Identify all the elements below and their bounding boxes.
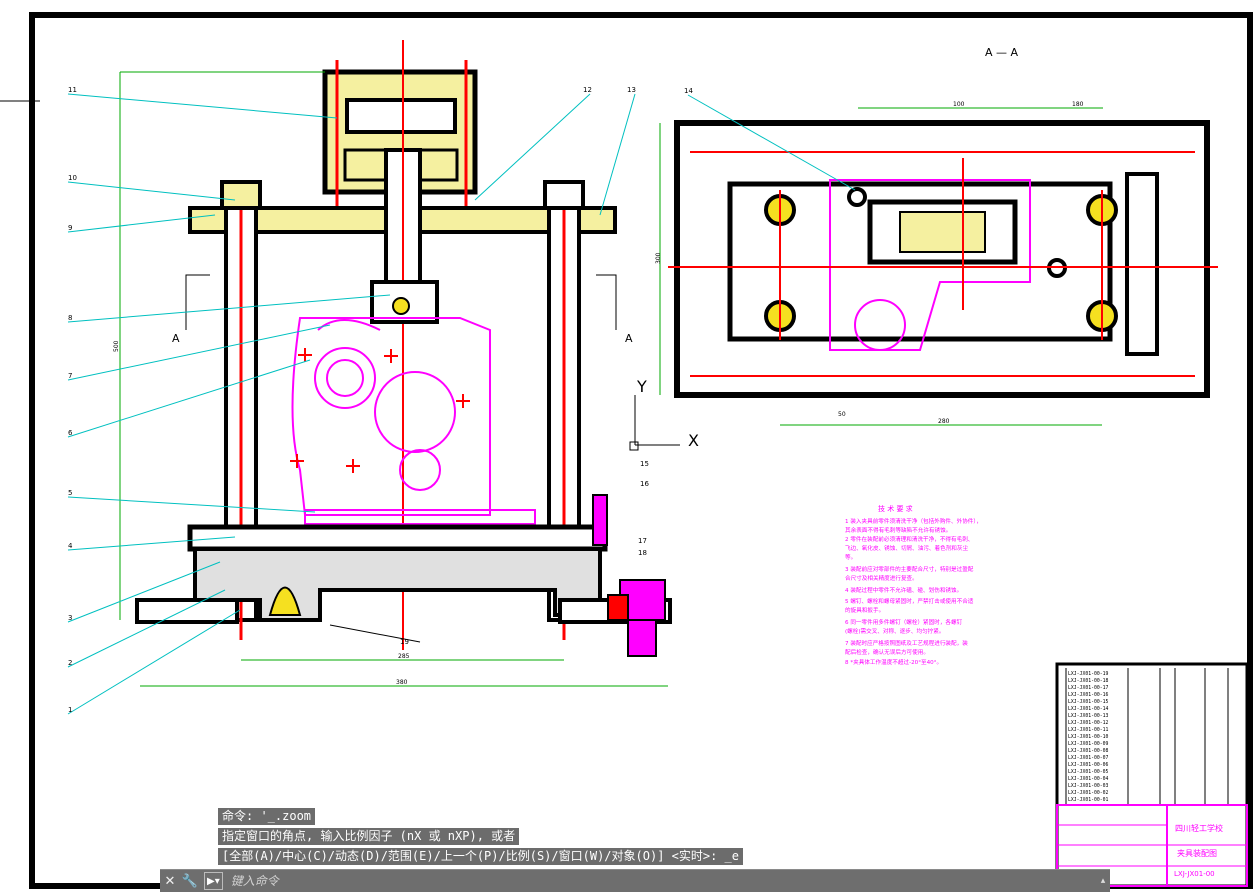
note-line: 3 装配前应对零部件的主要配合尺寸，特别是过盈配	[845, 565, 974, 573]
dimension-labels: 380 285 500 100 180 280 300 50	[113, 101, 1084, 686]
note-line: 的旋具和扳手。	[845, 606, 884, 614]
callout-17: 17	[638, 537, 647, 545]
callout-2: 2	[68, 659, 72, 667]
dim-plan-c: 280	[938, 418, 950, 425]
callout-16: 16	[640, 480, 649, 488]
callout-3: 3	[68, 614, 72, 622]
command-history-line: [全部(A)/中心(C)/动态(D)/范围(E)/上一个(P)/比例(S)/窗口…	[218, 848, 743, 865]
command-history: 命令: '_.zoom 指定窗口的角点, 输入比例因子 (nX 或 nXP), …	[218, 808, 743, 868]
ucs-x-label: X	[688, 431, 699, 450]
ucs-y-label: Y	[636, 377, 647, 396]
title-code: LXJ-JX01-00	[1174, 870, 1215, 878]
callout-13: 13	[627, 86, 636, 94]
callout-12: 12	[583, 86, 592, 94]
dim-small: 50	[838, 411, 846, 418]
callout-8: 8	[68, 314, 72, 322]
front-view	[67, 40, 672, 715]
bom-row: LXJ-JX01-00-09	[1068, 741, 1109, 747]
callout-4: 4	[68, 542, 73, 550]
bom-row: LXJ-JX01-00-17	[1068, 685, 1109, 691]
section-label: A — A	[985, 46, 1019, 59]
bom-row: LXJ-JX01-00-05	[1068, 769, 1109, 775]
callout-15: 15	[640, 460, 649, 468]
recent-commands-button[interactable]: ▶ ▾	[204, 872, 223, 890]
dim-height: 500	[113, 340, 120, 352]
title-name: 夹具装配图	[1177, 848, 1217, 858]
notes-title: 技 术 要 求	[878, 504, 913, 513]
title-block: 四川轻工学校 夹具装配图 LXJ-JX01-00 LXJ-JX01-00-19 …	[1055, 662, 1249, 888]
note-line: 合尺寸及相关精度进行复查。	[845, 574, 918, 582]
command-history-line: 指定窗口的角点, 输入比例因子 (nX 或 nXP), 或者	[218, 828, 520, 845]
callout-11: 11	[68, 86, 77, 94]
dim-plan-d: 300	[655, 252, 662, 264]
bom-row: LXJ-JX01-00-16	[1068, 692, 1109, 698]
ucs-icon: X Y	[629, 377, 699, 451]
callout-1: 1	[68, 706, 72, 714]
note-line: 等。	[845, 553, 856, 561]
bom-row: LXJ-JX01-00-15	[1068, 699, 1109, 705]
callout-7: 7	[68, 372, 72, 380]
bom-row: LXJ-JX01-00-13	[1068, 713, 1109, 719]
note-line: 配后检查，确认无误后方可使用。	[845, 648, 929, 656]
bom-row: LXJ-JX01-00-02	[1068, 790, 1109, 796]
bom-row: LXJ-JX01-00-11	[1068, 727, 1109, 733]
bom-row: LXJ-JX01-00-19	[1068, 671, 1109, 677]
callout-5: 5	[68, 489, 72, 497]
callout-10: 10	[68, 174, 77, 182]
note-line: 其余表面不得有毛刺等缺陷不允许有锈蚀。	[845, 526, 951, 534]
callout-19: 19	[400, 638, 409, 646]
note-line: (螺栓)需交叉、对称、逐步、均匀拧紧。	[845, 627, 944, 635]
callout-14: 14	[684, 87, 693, 95]
dim-plan-a: 100	[953, 101, 965, 108]
section-marker-left: A	[172, 332, 180, 345]
command-input[interactable]	[228, 871, 1096, 891]
note-line: 8 *夹具体工作温度不超过-20°至40°。	[845, 658, 942, 666]
bom-row: LXJ-JX01-00-06	[1068, 762, 1109, 768]
callout-labels: 11 10 9 8 7 6 5 4 3 2 1 12 13 14 15 16 1…	[68, 86, 693, 714]
chevron-down-icon: ▾	[214, 875, 220, 887]
bom-row: LXJ-JX01-00-03	[1068, 783, 1109, 789]
prompt-icon: ▶	[207, 875, 215, 887]
command-history-line: 命令: '_.zoom	[218, 808, 316, 825]
note-line: 4 装配过程中零件不允许磕、碰、划伤和锈蚀。	[845, 586, 962, 594]
note-line: 7 装配时应严格按照图纸及工艺规程进行装配，装	[845, 639, 968, 647]
dim-plan-b: 180	[1072, 101, 1084, 108]
callout-6: 6	[68, 429, 73, 437]
close-icon[interactable]: ✕	[164, 873, 176, 889]
bom-row: LXJ-JX01-00-12	[1068, 720, 1109, 726]
note-line: 6 同一零件用多件螺钉（螺栓）紧固时，各螺钉	[845, 618, 963, 626]
bom-row: LXJ-JX01-00-10	[1068, 734, 1109, 740]
title-school: 四川轻工学校	[1175, 823, 1223, 833]
note-line: 飞边、氧化皮、锈蚀、切屑、油污、着色剂和灰尘	[845, 544, 968, 552]
scroll-up-icon[interactable]: ▴	[1100, 876, 1106, 886]
bom-row: LXJ-JX01-00-14	[1068, 706, 1109, 712]
callout-18: 18	[638, 549, 647, 557]
dim-inner-width: 285	[398, 653, 410, 660]
bom-row: LXJ-JX01-00-07	[1068, 755, 1109, 761]
bom-row: LXJ-JX01-00-18	[1068, 678, 1109, 684]
bom-row: LXJ-JX01-00-01	[1068, 797, 1109, 803]
note-line: 2 零件在装配前必须清理和清洗干净，不得有毛刺、	[845, 535, 973, 543]
note-line: 5 螺钉、螺栓和螺母紧固时，严禁打击或使用不合适	[845, 597, 974, 605]
note-line: 1 装入夹具前零件须清洗干净（包括外购件、外协件），	[845, 517, 982, 525]
bom-row: LXJ-JX01-00-08	[1068, 748, 1109, 754]
plan-view	[659, 94, 1218, 426]
wrench-icon[interactable]: 🔧	[181, 873, 199, 889]
command-line-bar: ✕ 🔧 ▶ ▾ ▴	[160, 869, 1110, 892]
callout-9: 9	[68, 224, 72, 232]
technical-notes: 技 术 要 求 1 装入夹具前零件须清洗干净（包括外购件、外协件）， 其余表面不…	[845, 504, 982, 666]
dim-overall-width: 380	[396, 679, 408, 686]
section-marker-right: A	[625, 332, 633, 345]
bom-row: LXJ-JX01-00-04	[1068, 776, 1109, 782]
